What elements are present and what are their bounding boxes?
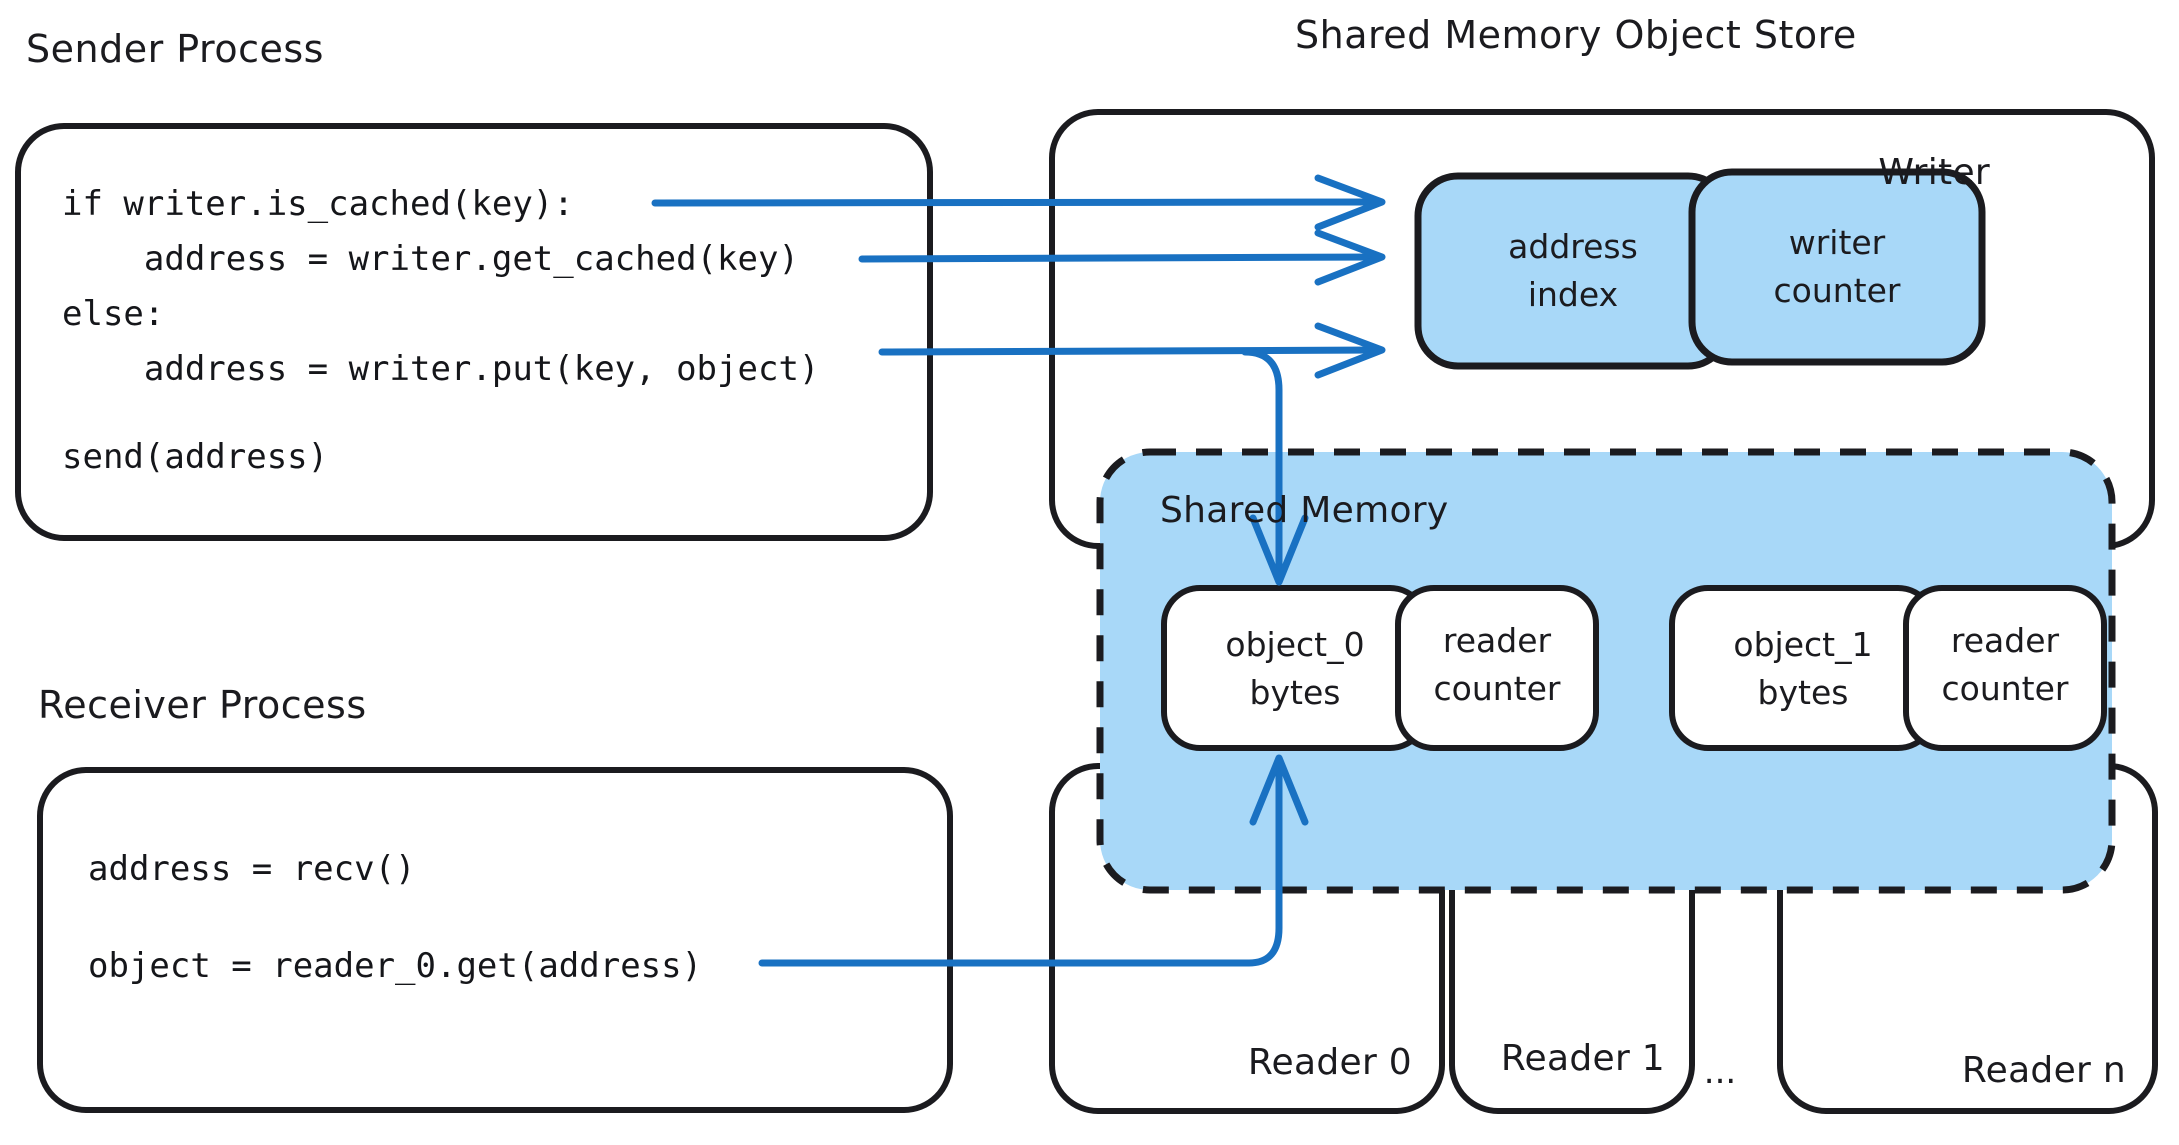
arrow-is-cached-head [1314, 174, 1386, 231]
arrow-reader-get-head [1249, 754, 1309, 826]
writer-counter-slot [1688, 168, 1986, 366]
sender-code-line-5: send(address) [62, 437, 328, 477]
receiver-process-title: Receiver Process [38, 683, 367, 727]
object-0-reader-counter-box [1395, 585, 1599, 751]
arrow-reader-get [758, 758, 1283, 967]
arrow-put-to-index-head [1314, 322, 1386, 379]
sender-code-line-3: address = writer.put(key, object) [62, 349, 819, 389]
writer-counter-label-line2: counter [1774, 271, 1901, 310]
receiver-code-line-0: address = recv() [88, 849, 416, 889]
arrow-is-cached [651, 198, 1384, 207]
store-title: Shared Memory Object Store [1295, 13, 1857, 57]
object-1-counter-label-line2: counter [1942, 669, 2069, 708]
receiver-process-box [37, 767, 953, 1113]
object-1-bytes-label-line1: object_1 [1733, 625, 1872, 664]
address-index-label-line1: address [1508, 227, 1638, 266]
object-0-counter-label-line2: counter [1434, 669, 1561, 708]
object-1-bytes-label-line2: bytes [1758, 673, 1849, 712]
address-index-label-line2: index [1528, 275, 1618, 314]
writer-counter-label-line1: writer [1789, 223, 1886, 262]
sender-process-box [15, 123, 933, 541]
receiver-code-line-2: object = reader_0.get(address) [88, 946, 702, 986]
reader-n-label: Reader n [1962, 1050, 2126, 1091]
object-0-bytes-label-line2: bytes [1250, 673, 1341, 712]
shared-memory-region [1096, 448, 2116, 894]
arrow-put-branch-to-object0 [1241, 348, 1283, 582]
arrow-put-to-index [878, 346, 1384, 356]
sender-code-line-1: address = writer.get_cached(key) [62, 239, 799, 279]
sender-process-title: Sender Process [26, 27, 324, 71]
arrow-put-branch-head [1249, 514, 1309, 586]
shared-memory-label: Shared Memory [1160, 490, 1449, 531]
arrow-get-cached [858, 253, 1384, 263]
reader-0-label: Reader 0 [1248, 1042, 1412, 1083]
writer-label: Writer [1878, 152, 1990, 193]
sender-code-line-0: if writer.is_cached(key): [62, 184, 574, 224]
object-0-counter-label-line1: reader [1443, 621, 1552, 660]
sender-code-line-2: else: [62, 294, 164, 334]
arrow-get-cached-head [1314, 229, 1386, 286]
object-0-bytes-label-line1: object_0 [1225, 625, 1364, 664]
object-1-counter-label-line1: reader [1951, 621, 2060, 660]
object-1-reader-counter-box [1903, 585, 2107, 751]
readers-ellipsis-label: ... [1704, 1052, 1736, 1092]
reader-1-label: Reader 1 [1501, 1038, 1665, 1079]
